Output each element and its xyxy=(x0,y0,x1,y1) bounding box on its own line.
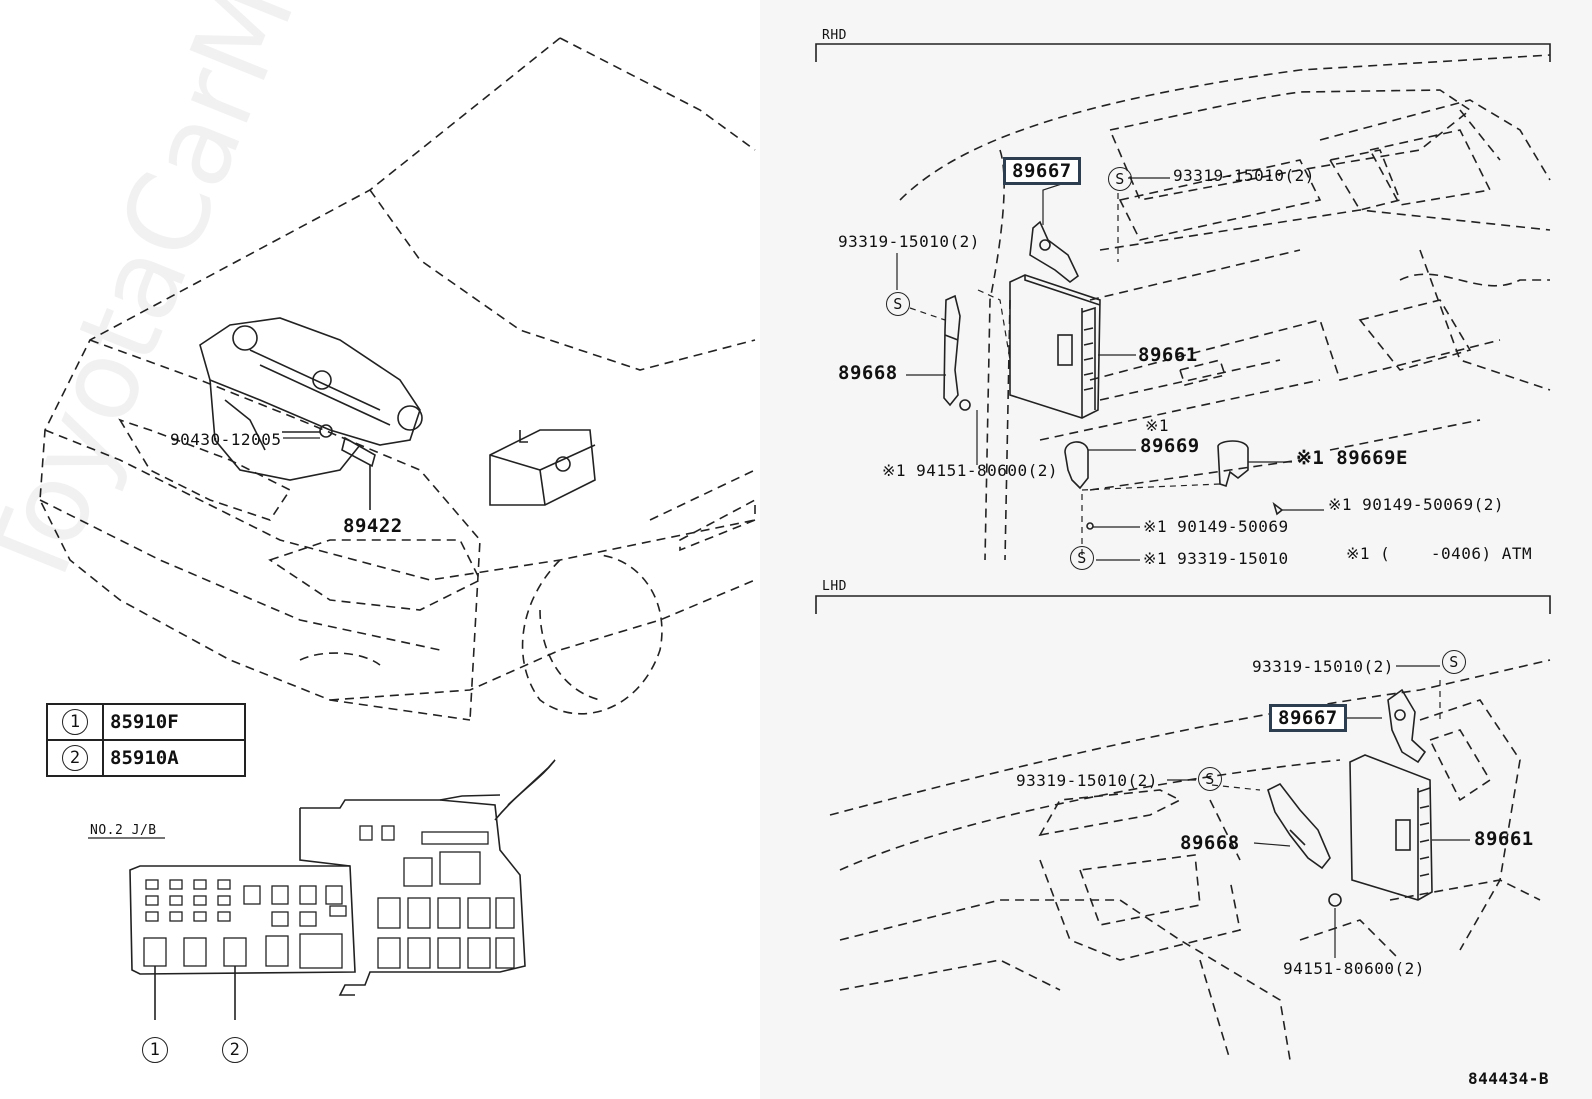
engine-block xyxy=(199,317,423,510)
fuse-slots-right xyxy=(359,825,515,969)
lhd-part-nut: 94151-80600(2) xyxy=(1283,959,1425,978)
engine-bay-panel xyxy=(0,0,760,1099)
rhd-part-screw-bottom: ※1 93319-15010 xyxy=(1143,549,1289,568)
car-body-outline xyxy=(39,37,756,721)
legend-row: 1 85910F xyxy=(46,703,246,741)
legend-row: 2 85910A xyxy=(46,739,246,777)
rhd-footnote: ※1 ( -0406) ATM xyxy=(1346,544,1533,563)
junction-block-title: NO.2 J/B xyxy=(90,823,157,838)
screw-symbol-rhd-top: S xyxy=(1108,167,1132,191)
lhd-dashboard xyxy=(829,659,1551,1061)
rhd-dashboard xyxy=(899,54,1551,561)
screw-symbol-rhd-bottom: S xyxy=(1070,546,1094,570)
lhd-part-screw-top: 93319-15010(2) xyxy=(1252,657,1394,676)
screw-symbol-lhd-left: S xyxy=(1198,767,1222,791)
rhd-part-89669: 89669 xyxy=(1140,435,1200,457)
rhd-part-89669e: ※1 89669E xyxy=(1296,447,1408,469)
jb-marker-1: 1 xyxy=(142,1037,168,1063)
dashboard-panel xyxy=(760,0,1592,1099)
lhd-header: LHD xyxy=(822,579,847,594)
rhd-part-bolt-bottom: ※1 90149-50069 xyxy=(1143,517,1289,536)
rhd-part-89661: 89661 xyxy=(1138,344,1198,366)
engine-part-sensor: 89422 xyxy=(343,515,403,537)
screw-symbol-rhd-left: S xyxy=(886,292,910,316)
legend-marker-1: 1 xyxy=(62,709,88,735)
rhd-frame xyxy=(815,43,1551,62)
screw-symbol-lhd-top: S xyxy=(1442,650,1466,674)
diagram-code: 844434-B xyxy=(1468,1069,1550,1088)
rhd-part-89667: 89667 xyxy=(1003,157,1081,185)
lhd-part-screw-left: 93319-15010(2) xyxy=(1016,771,1158,790)
lhd-part-89668: 89668 xyxy=(1180,832,1240,854)
fuse-slots-left xyxy=(143,879,347,969)
rhd-clip-note: ※1 xyxy=(1145,416,1170,435)
legend-part-1: 85910F xyxy=(102,703,246,741)
rhd-part-nut: ※1 94151-80600(2) xyxy=(882,461,1059,480)
legend-marker-2: 2 xyxy=(62,745,88,771)
rhd-part-screw-top-left: 93319-15010(2) xyxy=(838,232,980,251)
jb-marker-2: 2 xyxy=(222,1037,248,1063)
lhd-ecu-drawing xyxy=(1267,688,1433,907)
lhd-part-89661: 89661 xyxy=(1474,828,1534,850)
rhd-header: RHD xyxy=(822,28,847,43)
rhd-part-screw-top-right: 93319-15010(2) xyxy=(1173,166,1315,185)
rhd-part-89668: 89668 xyxy=(838,362,898,384)
legend-part-2: 85910A xyxy=(102,739,246,777)
relay-box xyxy=(489,429,596,506)
rhd-part-bolt-right: ※1 90149-50069(2) xyxy=(1328,495,1505,514)
junction-legend-table: 1 85910F 2 85910A xyxy=(46,703,246,777)
lhd-leaders xyxy=(1167,665,1470,958)
lhd-part-89667: 89667 xyxy=(1269,704,1347,732)
rhd-ecu-drawing xyxy=(943,220,1284,530)
junction-block-drawing xyxy=(129,759,556,1020)
lhd-frame xyxy=(815,595,1551,614)
engine-part-plug: 90430-12005 xyxy=(170,430,282,449)
